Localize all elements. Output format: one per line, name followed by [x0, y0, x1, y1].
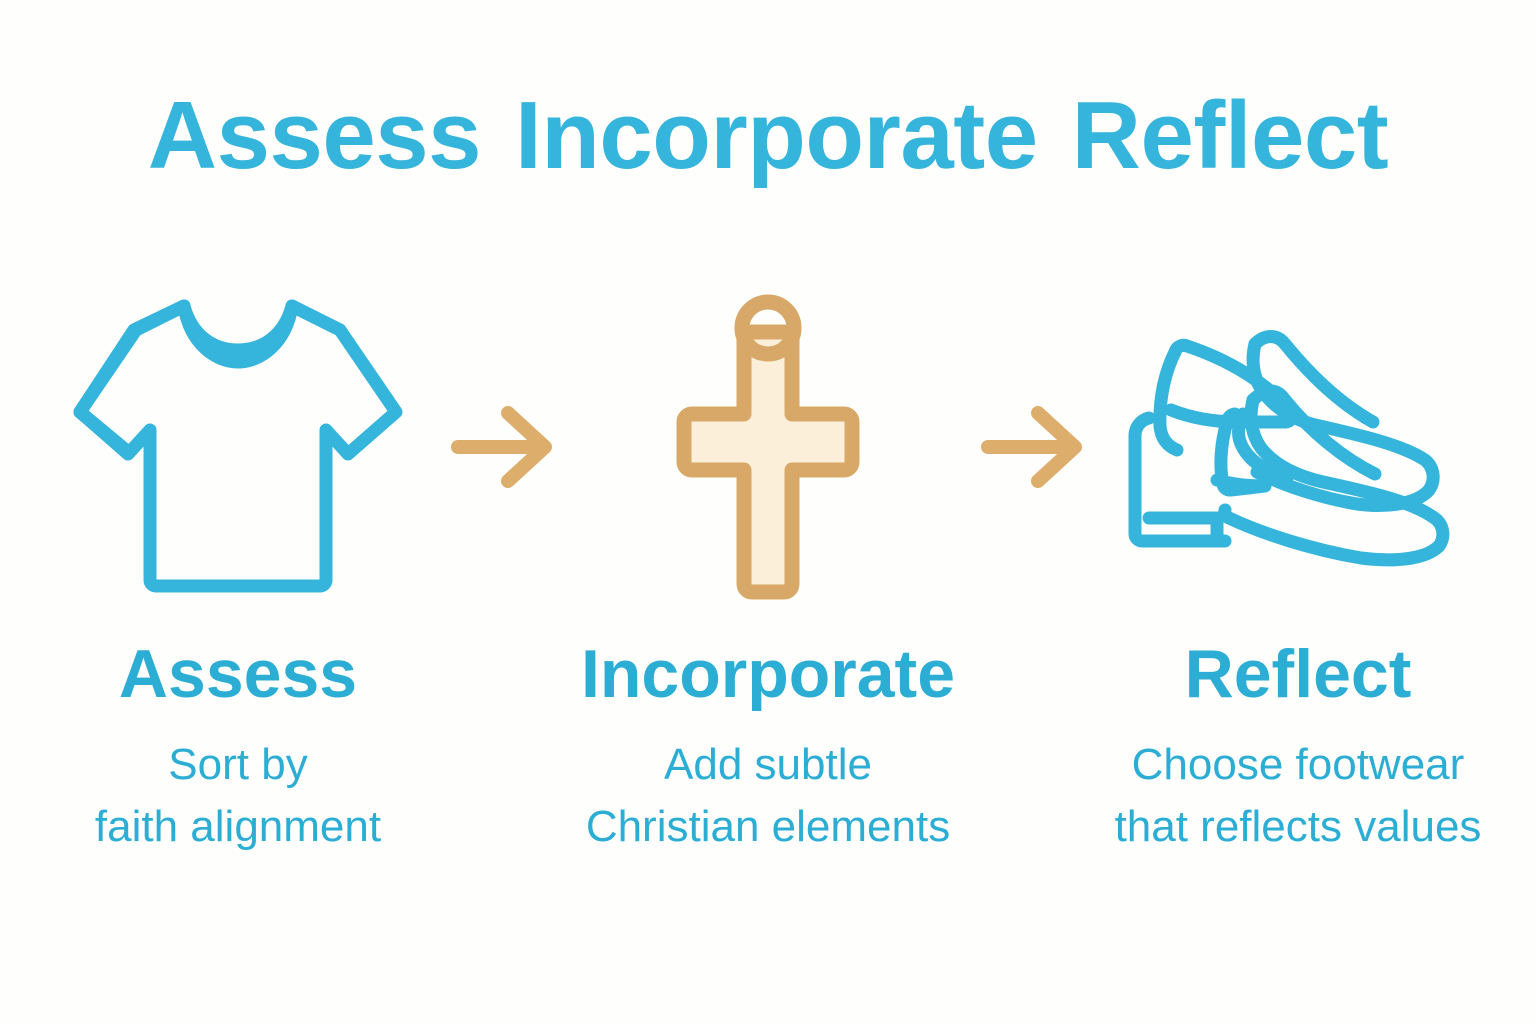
step-incorporate: Incorporate Add subtle Christian element…: [568, 282, 968, 859]
step-label-incorporate: Incorporate: [580, 636, 956, 712]
step-desc-incorporate-line1: Add subtle: [664, 740, 872, 789]
step-desc-assess: Sort by faith alignment: [95, 734, 381, 859]
step-desc-assess-line1: Sort by: [168, 740, 308, 789]
step-desc-reflect-line2: that reflects values: [1114, 802, 1482, 852]
step-desc-reflect: Choose footwear that reflects values: [1115, 734, 1482, 859]
step-desc-assess-line2: faith alignment: [94, 802, 382, 852]
step-reflect: Reflect Choose footwear that reflects va…: [1098, 282, 1498, 859]
arrow-right-icon-1: [438, 282, 568, 612]
step-label-assess: Assess: [118, 636, 358, 712]
page-title: Assess Incorporate Reflect: [0, 82, 1536, 189]
title-word-assess: Assess: [147, 82, 482, 189]
title-word-reflect: Reflect: [1071, 82, 1389, 189]
title-word-incorporate: Incorporate: [515, 82, 1038, 189]
steps-strip: Assess Sort by faith alignment: [0, 282, 1536, 922]
step-desc-incorporate: Add subtle Christian elements: [586, 734, 950, 859]
tshirt-icon: [38, 282, 438, 612]
step-desc-reflect-line1: Choose footwear: [1131, 740, 1465, 789]
arrow-right-icon-2: [968, 282, 1098, 612]
dress-shoes-icon: [1098, 282, 1498, 612]
step-desc-incorporate-line2: Christian elements: [585, 802, 951, 852]
step-assess: Assess Sort by faith alignment: [38, 282, 438, 859]
cross-pendant-icon: [568, 282, 968, 612]
step-label-reflect: Reflect: [1184, 636, 1412, 712]
